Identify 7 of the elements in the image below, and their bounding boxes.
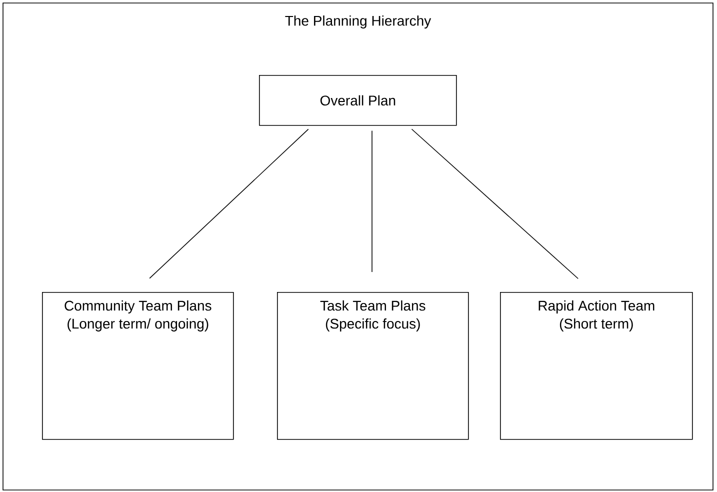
- plan-box: Rapid Action Team (Short term): [500, 292, 693, 440]
- plan-box: Community Team Plans (Longer term/ ongoing): [42, 292, 234, 440]
- connector-line: [411, 128, 579, 280]
- title: The Planning Hierarchy: [285, 15, 432, 29]
- plan-box: Task Team Plans (Specific focus): [277, 292, 469, 440]
- connector-line: [149, 128, 309, 279]
- plan-box: Overall Plan: [259, 75, 457, 126]
